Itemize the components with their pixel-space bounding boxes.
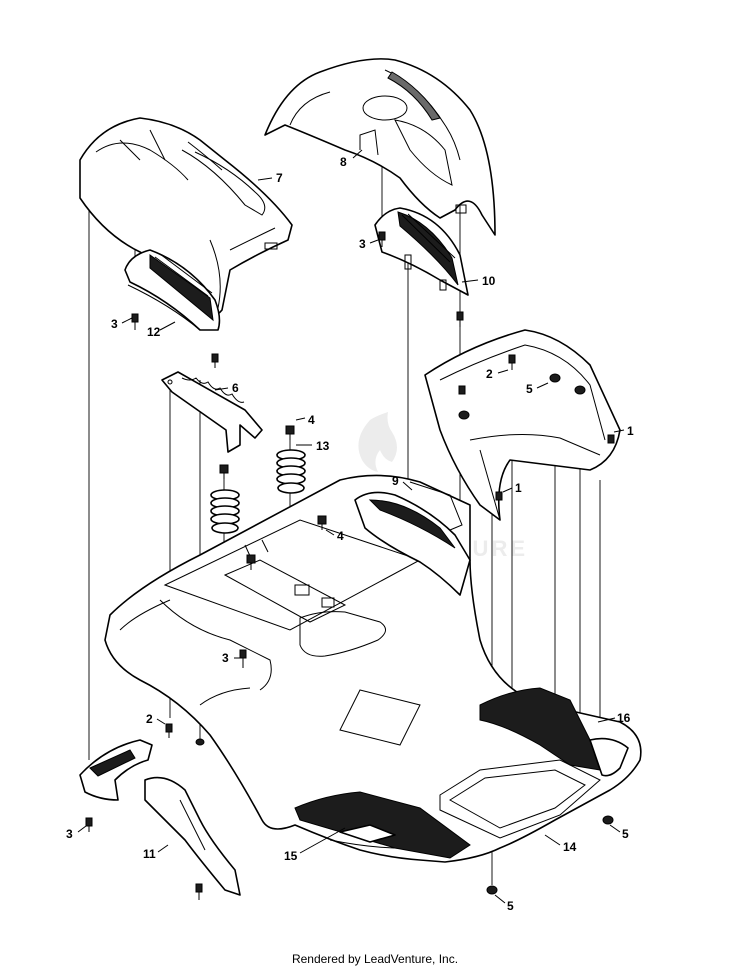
- screw-icon: [211, 353, 219, 368]
- part-9-side-panel: [354, 481, 471, 596]
- screw-icon: [85, 817, 93, 832]
- callout-1: 1: [627, 424, 634, 438]
- callout-4: 4: [337, 529, 344, 543]
- screw-icon: [239, 649, 247, 668]
- part-11-fender-piece: [79, 739, 241, 896]
- part-10-right-grille: [374, 207, 469, 296]
- callout-2: 2: [486, 367, 493, 381]
- callout-2: 2: [146, 712, 153, 726]
- callout-15: 15: [284, 849, 298, 863]
- callout-3: 3: [222, 651, 229, 665]
- nut-icon: [486, 885, 498, 895]
- callout-5: 5: [526, 382, 533, 396]
- screw-icon: [165, 723, 173, 738]
- dash-panel: [424, 329, 621, 521]
- nut-icon: [458, 410, 470, 420]
- callout-8: 8: [340, 155, 347, 169]
- callout-3: 3: [359, 237, 366, 251]
- bolt-icon: [285, 425, 295, 440]
- callout-labels: 7 8 3 3 12 10 6 4 13 2 5 1 1 9 4 3 2 16 …: [66, 155, 634, 913]
- nut-icon: [195, 738, 205, 746]
- part-12-left-grille: [124, 249, 221, 331]
- part-7-left-shroud: [79, 117, 293, 317]
- callout-11: 11: [143, 847, 156, 861]
- part-13-springs: [210, 449, 306, 534]
- screw-icon: [456, 311, 464, 327]
- bolt-icon: [219, 464, 229, 479]
- screw-icon: [495, 491, 503, 501]
- callout-4: 4: [308, 413, 315, 427]
- callout-14: 14: [563, 840, 577, 854]
- part-15-floor-mat: [294, 791, 471, 859]
- screw-icon: [508, 354, 516, 370]
- callout-7: 7: [276, 171, 283, 185]
- part-8-right-shroud: [264, 58, 496, 236]
- bolt-icon: [317, 515, 327, 530]
- hardware: [85, 231, 615, 900]
- callout-12: 12: [147, 325, 161, 339]
- callout-6: 6: [232, 381, 239, 395]
- callout-1: 1: [515, 481, 522, 495]
- callout-10: 10: [482, 274, 496, 288]
- part-6-bracket: [161, 371, 263, 453]
- screw-icon: [607, 434, 615, 444]
- callout-5: 5: [507, 899, 514, 913]
- part-14-body: [104, 474, 642, 863]
- screw-icon: [195, 883, 203, 900]
- bolt-icon: [246, 554, 256, 570]
- callout-5: 5: [622, 827, 629, 841]
- callout-leaders: [77, 149, 625, 904]
- screw-icon: [378, 231, 386, 247]
- callout-3: 3: [66, 827, 73, 841]
- part-16-floor-mat: [479, 687, 629, 777]
- callout-9: 9: [392, 474, 399, 488]
- screw-icon: [458, 385, 466, 395]
- screw-icon: [131, 313, 139, 330]
- nut-icon: [602, 815, 614, 825]
- nut-icon: [574, 385, 586, 395]
- callout-16: 16: [617, 711, 631, 725]
- callout-3: 3: [111, 317, 118, 331]
- callout-13: 13: [316, 439, 330, 453]
- nut-icon: [549, 373, 561, 383]
- footer-credit: Rendered by LeadVenture, Inc.: [291, 952, 459, 966]
